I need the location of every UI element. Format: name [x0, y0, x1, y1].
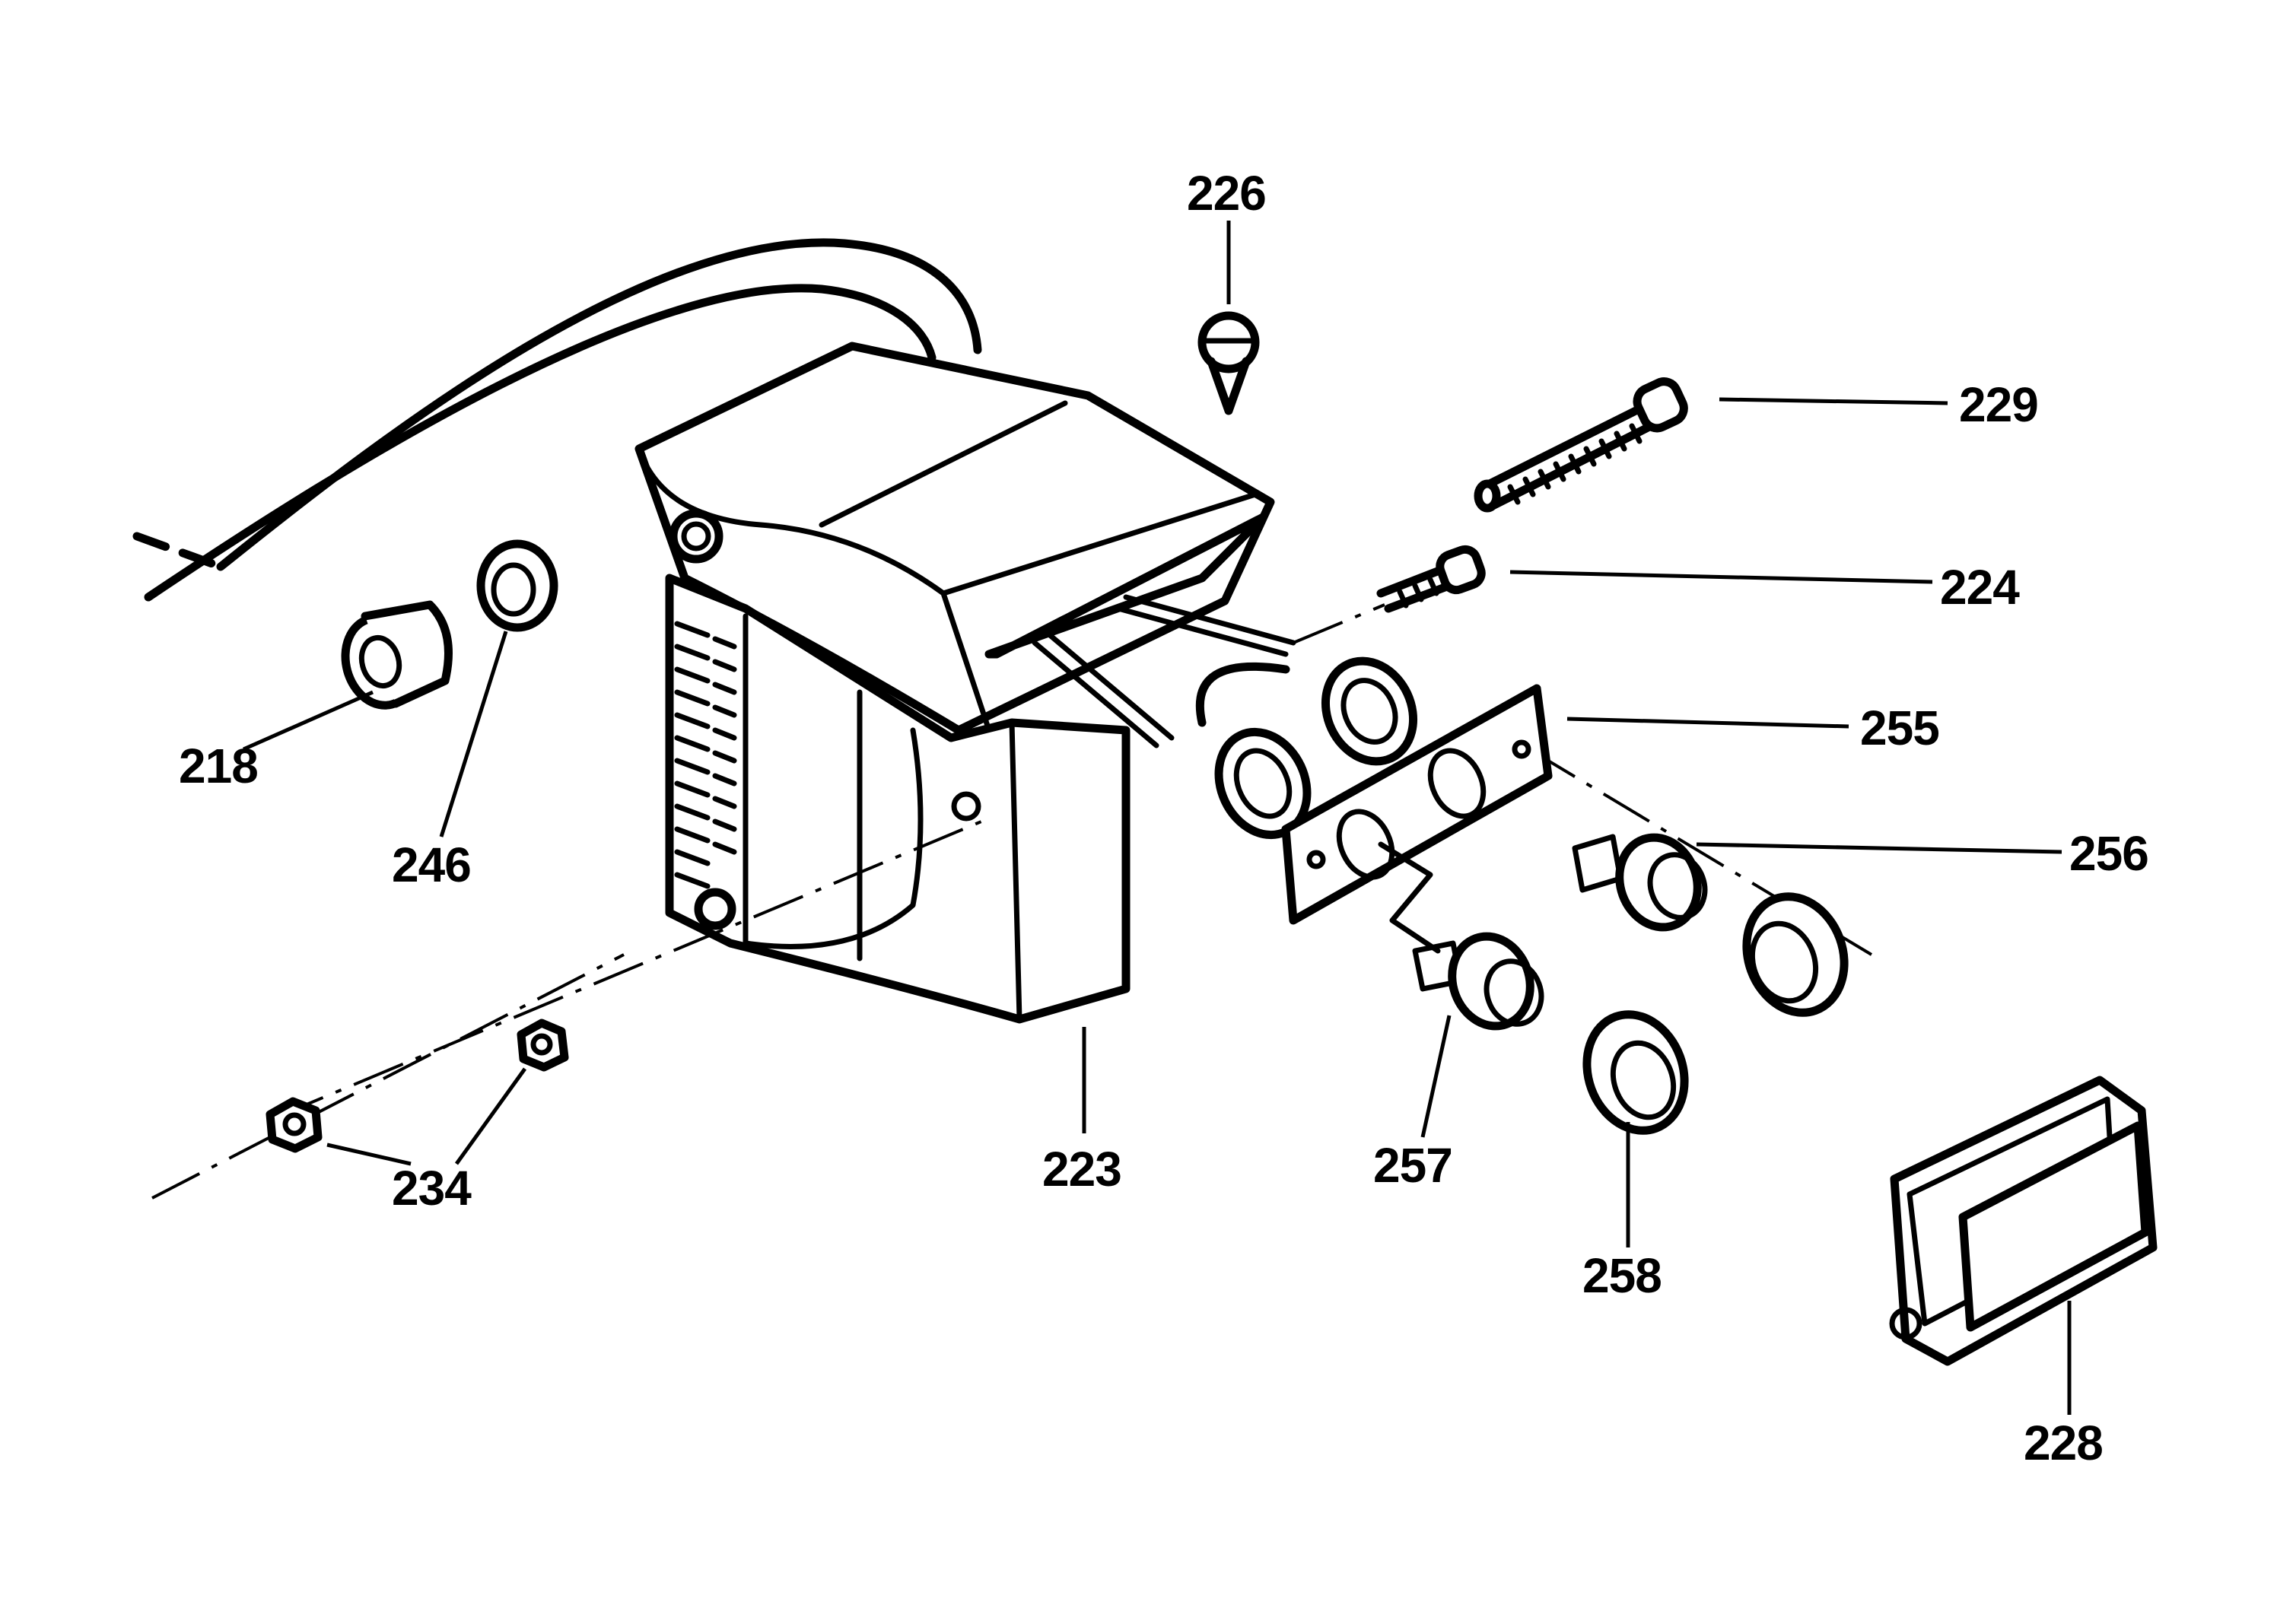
part-label-234: 234	[392, 1161, 472, 1216]
axis-line-housing	[273, 820, 982, 1120]
part-label-257: 257	[1373, 1138, 1453, 1193]
part-229-long-screw	[1474, 377, 1688, 513]
power-cable	[132, 238, 982, 602]
part-234-nuts	[266, 1019, 569, 1153]
part-258-cap	[1582, 1010, 1689, 1135]
part-257-switch	[1378, 841, 1544, 1031]
part-label-258: 258	[1582, 1248, 1662, 1303]
axis-line-nuts	[151, 953, 625, 1200]
axis-line-screw	[1293, 603, 1385, 644]
part-label-228: 228	[2024, 1416, 2104, 1470]
part-label-256: 256	[2069, 826, 2149, 881]
part-224-short-screw	[1376, 545, 1486, 613]
part-228-cover	[1889, 1076, 2158, 1366]
part-label-224: 224	[1940, 560, 2020, 615]
part-255-plate	[1281, 684, 1553, 925]
part-226-graphic	[1197, 311, 1260, 415]
switch-housing	[634, 342, 1296, 1024]
vent-slots	[674, 621, 737, 889]
leader-lines	[242, 221, 2072, 1415]
part-label-218: 218	[179, 739, 259, 793]
part-label-226: 226	[1187, 166, 1267, 221]
part-246-grommet	[476, 539, 558, 632]
part-label-255: 255	[1860, 701, 1940, 755]
part-label-229: 229	[1959, 377, 2039, 432]
part-256-switch	[1572, 833, 1849, 1017]
part-label-223: 223	[1042, 1142, 1122, 1197]
part-switch-seals	[1195, 656, 1418, 840]
part-218-strain-relief	[341, 600, 453, 710]
part-label-246: 246	[392, 837, 472, 892]
